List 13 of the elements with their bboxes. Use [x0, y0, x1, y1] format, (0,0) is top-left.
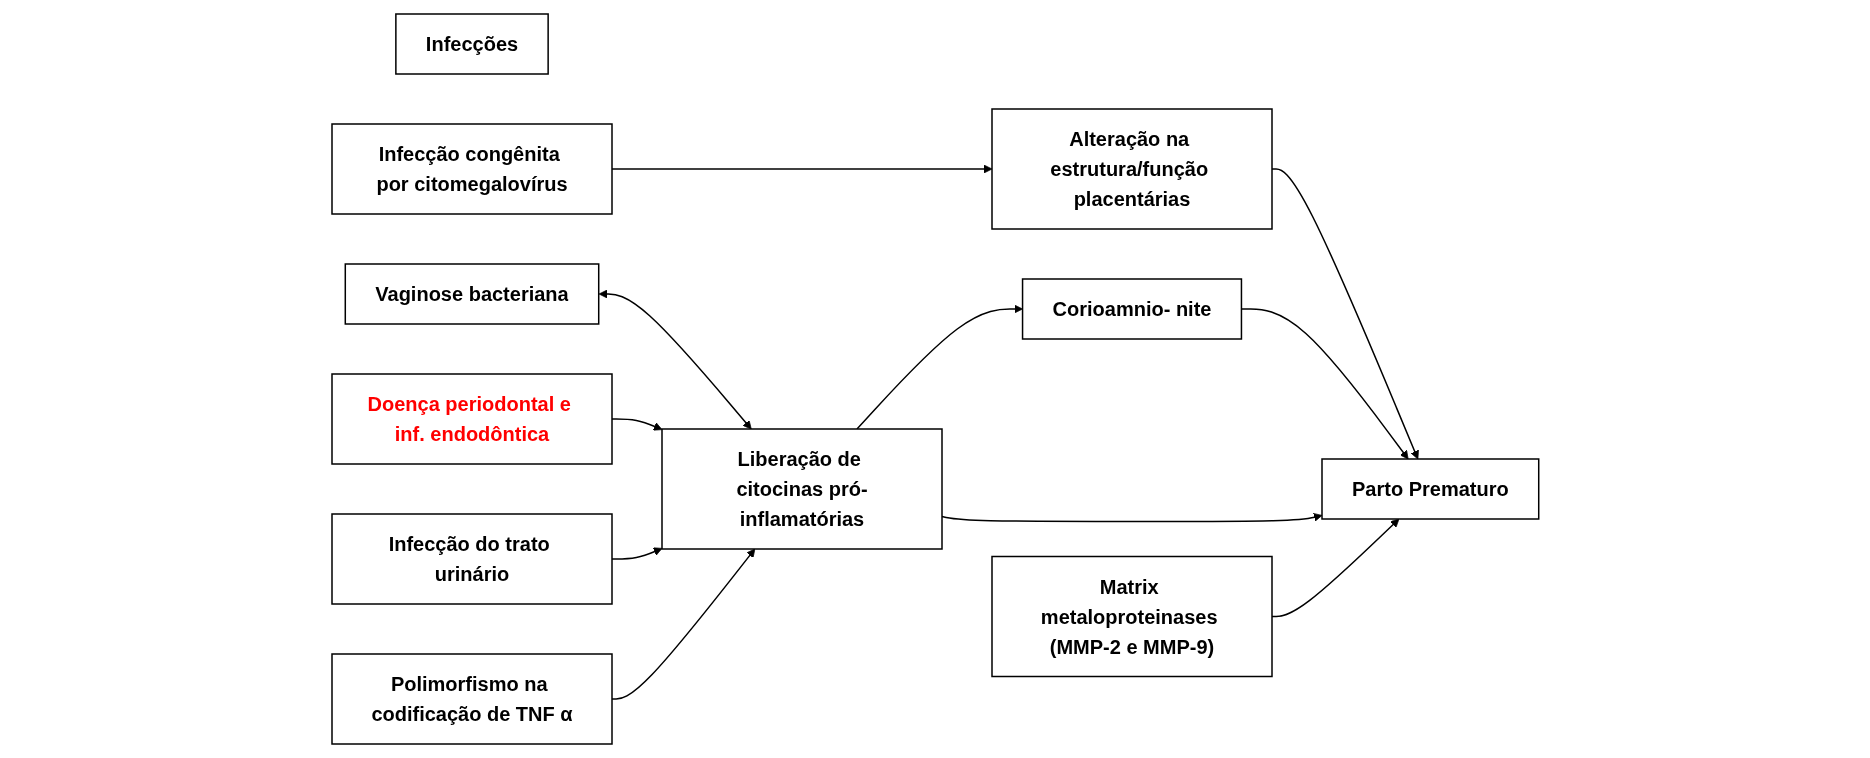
arrow: [855, 304, 1023, 430]
node-box: Polimorfismo na codificação de TNF α: [330, 653, 613, 745]
node-box: Infecção do trato urinário: [330, 513, 613, 605]
node-box: Alteração na estrutura/função placentárias: [990, 108, 1273, 230]
arrow: [598, 289, 752, 430]
node-box: Parto Prematuro: [1320, 458, 1540, 520]
node-box: Liberação de citocinas pró-inflamatórias: [660, 428, 943, 550]
node-box: Infecção congênita por citomegalovírus: [330, 123, 613, 215]
node-box: Vaginose bacteriana: [344, 263, 600, 325]
node-box: Doença periodontal e inf. endodôntica: [330, 373, 613, 465]
node-box: Corioamnio- nite: [1021, 278, 1242, 340]
node-box: Matrix metaloproteinases (MMP-2 e MMP-9): [990, 555, 1273, 678]
node-box: Infecções: [394, 13, 549, 75]
